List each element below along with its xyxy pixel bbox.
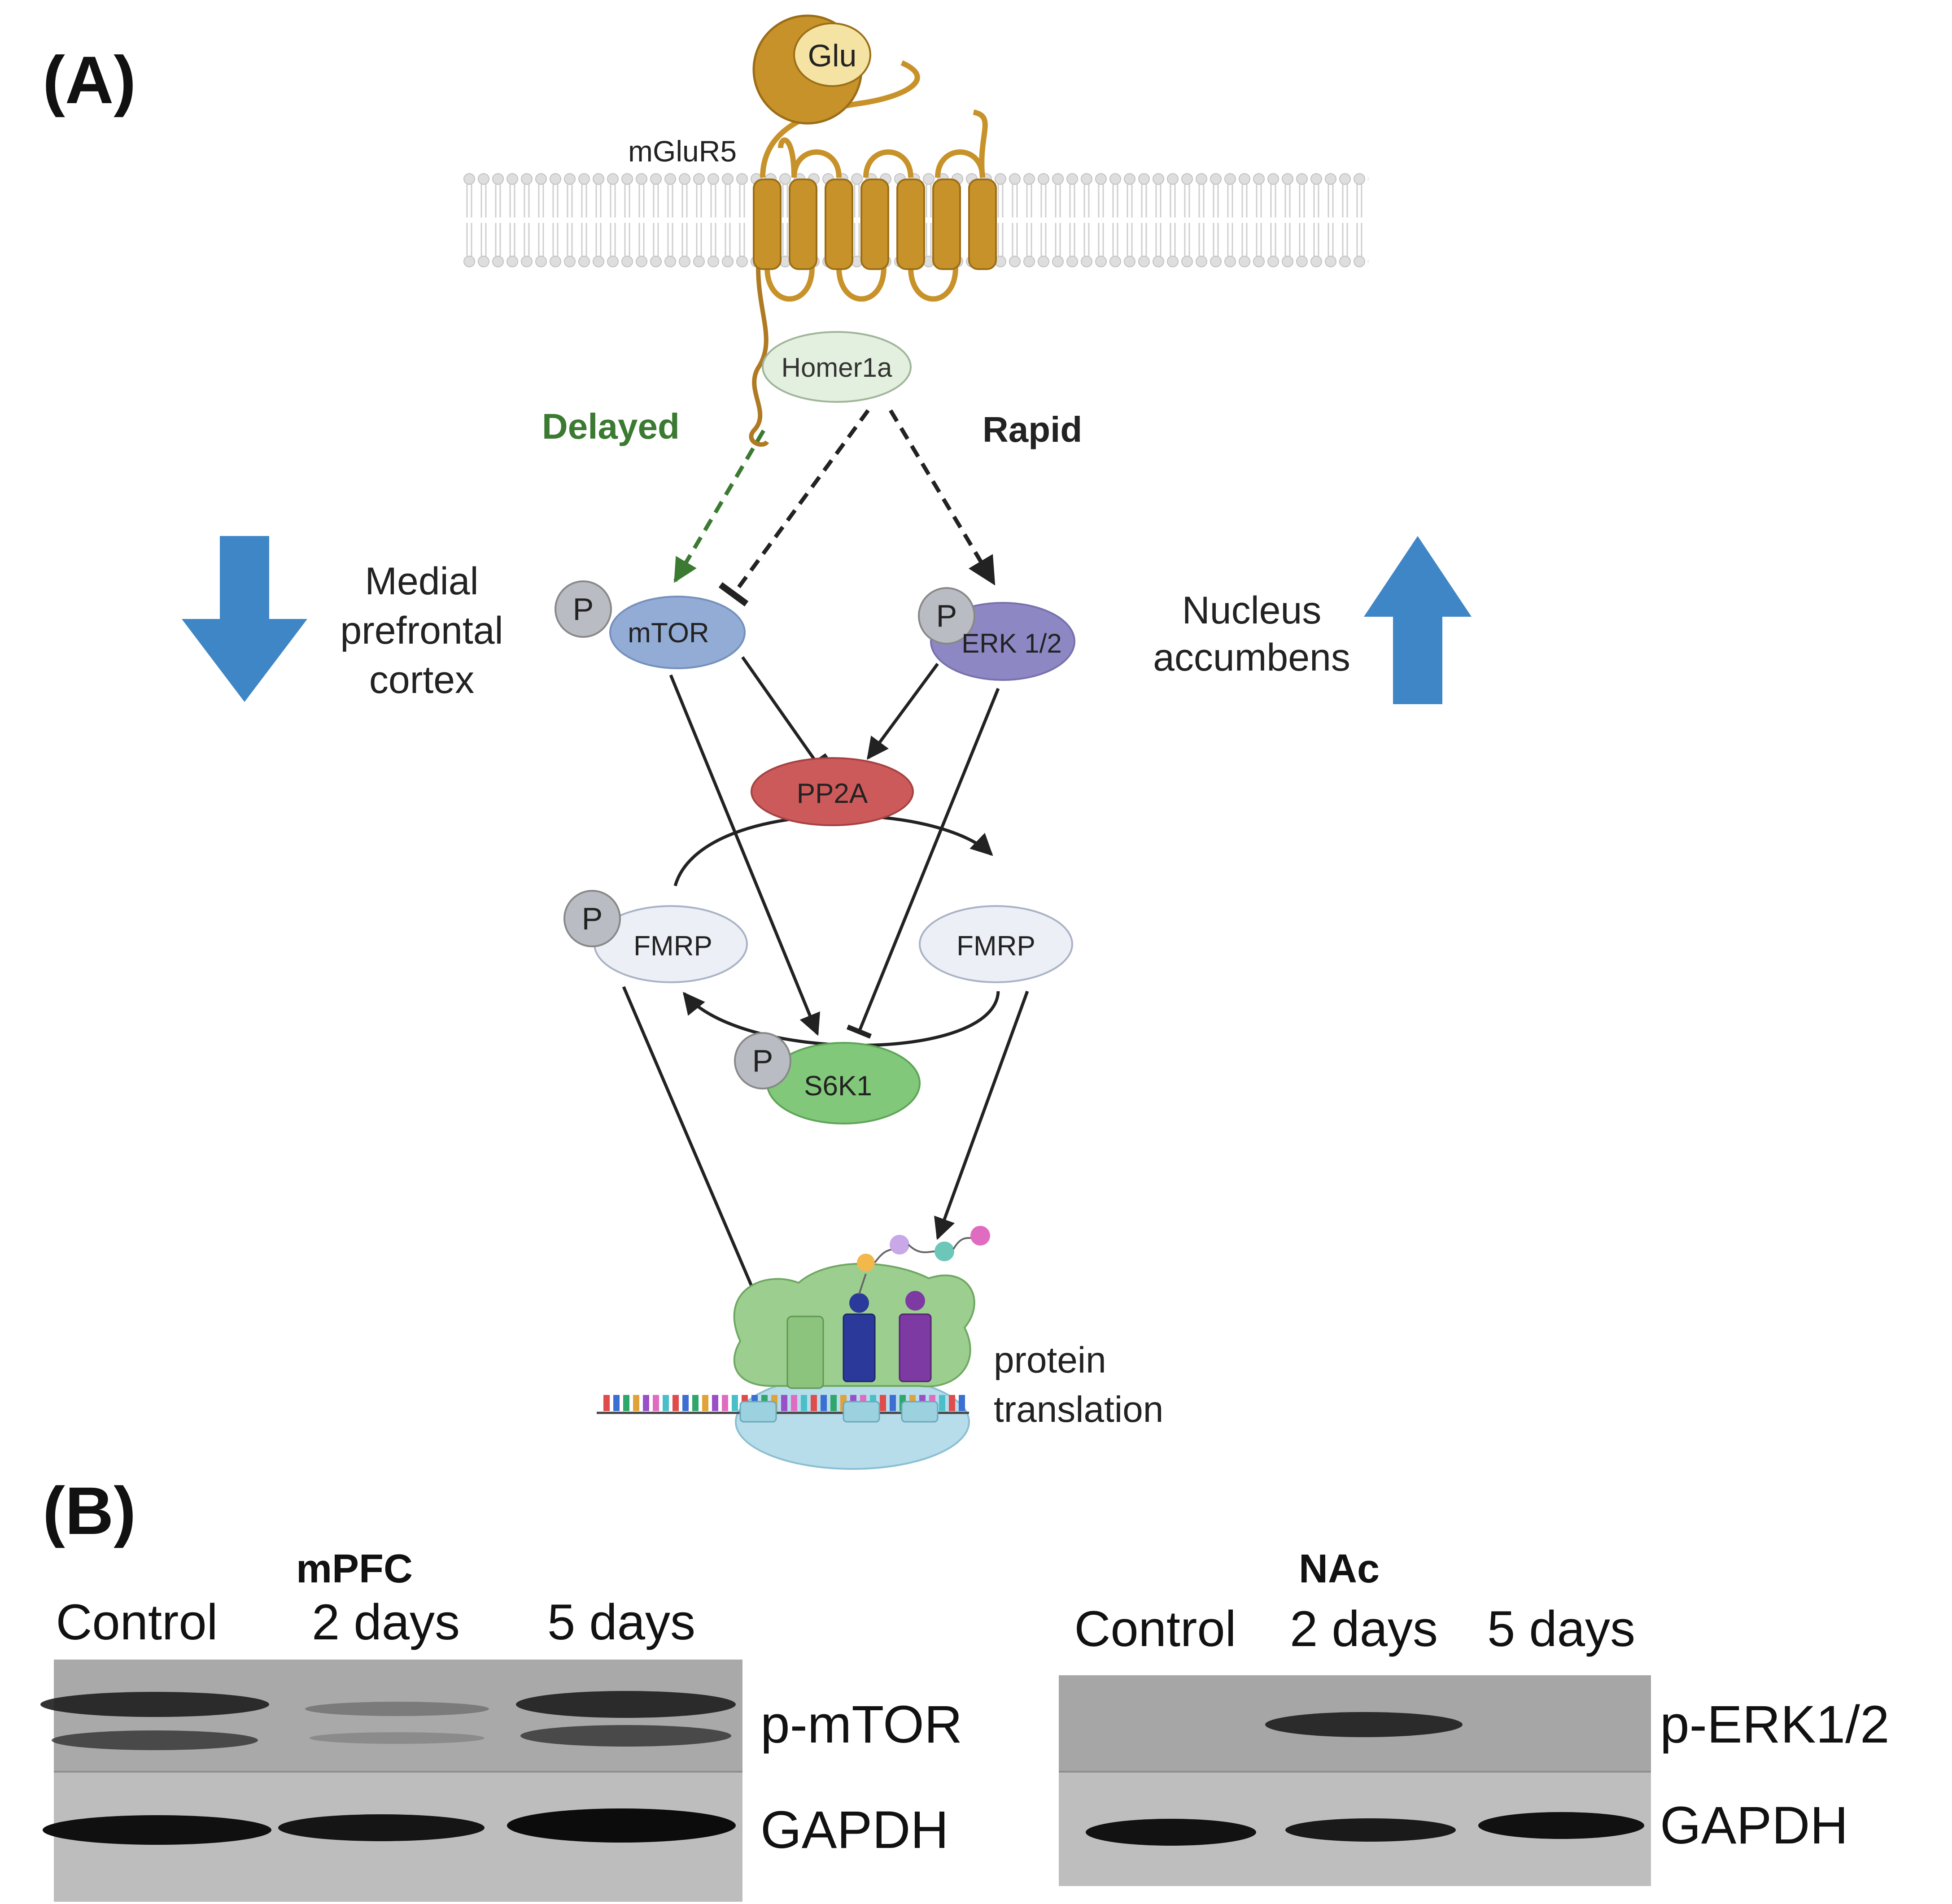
region-right-label: Nucleus accumbens (1153, 589, 1350, 679)
mpfc-row-p-mtor: p-mTOR (760, 1695, 962, 1754)
big-up-arrow-icon (1364, 536, 1472, 704)
mpfc-gapdh-bands (43, 1808, 736, 1845)
s6k1-node: P S6K1 (734, 1032, 921, 1124)
s6k1-label: S6K1 (804, 1071, 872, 1102)
mrna-codon (603, 1395, 610, 1411)
s6k1-phospho-label: P (752, 1043, 773, 1078)
phospho-fmrp-node: P FMRP (563, 890, 748, 983)
mrna-codon (702, 1395, 708, 1411)
mrna-codon (613, 1395, 620, 1411)
mrna-codon (712, 1395, 718, 1411)
nac-p-erk-bands (1265, 1712, 1463, 1737)
pp2a-node: PP2A (751, 757, 914, 826)
mrna-codon (623, 1395, 629, 1411)
panel-label-b: (B) (43, 1473, 136, 1548)
erk-label: ERK 1/2 (961, 628, 1061, 658)
homer1a-label: Homer1a (782, 353, 892, 383)
mrna-codon (791, 1395, 797, 1411)
mrna-codon (781, 1395, 787, 1411)
edge-homer-to-erk (889, 409, 996, 586)
edge-delayed-to-mtor (673, 429, 765, 583)
region-left-line-3: cortex (369, 658, 474, 701)
pp2a-label: PP2A (797, 778, 868, 809)
mpfc-row-gapdh: GAPDH (760, 1800, 949, 1860)
mrna-codon (653, 1395, 659, 1411)
mrna-codon (633, 1395, 639, 1411)
mrna-codon (682, 1395, 689, 1411)
mrna-codon (811, 1395, 817, 1411)
fmrp-node: FMRP (919, 905, 1073, 983)
nac-lane-5-days: 5 days (1487, 1601, 1635, 1657)
phospho-fmrp-label: FMRP (633, 931, 712, 962)
fmrp-label: FMRP (956, 931, 1035, 962)
mglur5-label: mGluR5 (628, 135, 737, 168)
region-right-line-1: Nucleus (1182, 589, 1322, 632)
region-right-line-2: accumbens (1153, 636, 1350, 679)
mpfc-blot (40, 1660, 742, 1902)
nac-gapdh-bands (1086, 1812, 1644, 1846)
mrna-codon (890, 1395, 896, 1411)
mrna-codon (880, 1395, 886, 1411)
edge-fmrp-to-translation (934, 990, 1029, 1240)
edge-s6k1-phosphorylates-fmrp (682, 991, 1000, 1047)
glutamate-ligand: Glu (752, 14, 871, 125)
homer1a-node: Homer1a (762, 331, 912, 403)
region-left-line-2: prefrontal (340, 609, 503, 652)
big-down-arrow-icon (182, 536, 307, 702)
ribosome-icon (597, 1226, 990, 1470)
edge-mtor-inhibits-pp2a (741, 656, 829, 772)
edge-pfmrp-inhibits-translation (622, 986, 769, 1304)
edge-mtor-to-s6k1 (669, 674, 820, 1036)
mpfc-lane-control: Control (56, 1594, 218, 1650)
mrna-codon (821, 1395, 827, 1411)
mrna-codon (692, 1395, 699, 1411)
mrna-codon (673, 1395, 679, 1411)
mtor-phospho-label: P (573, 592, 594, 627)
panel-label-a: (A) (43, 42, 136, 118)
pathway-edges (622, 409, 1029, 1304)
glu-label: Glu (808, 38, 857, 73)
nac-row-p-erk: p-ERK1/2 (1660, 1695, 1890, 1754)
nac-blot (1059, 1675, 1651, 1886)
nac-row-gapdh: GAPDH (1660, 1796, 1848, 1855)
mpfc-lane-2-days: 2 days (312, 1594, 460, 1650)
delayed-label: Delayed (542, 406, 680, 446)
translation-line-1: protein (994, 1340, 1106, 1381)
mpfc-lane-5-days: 5 days (547, 1594, 695, 1650)
mrna-codon (830, 1395, 837, 1411)
mrna-codon (959, 1395, 965, 1411)
nac-title: NAc (1299, 1547, 1380, 1591)
mrna-codon (801, 1395, 807, 1411)
edge-erk-inhibits-s6k1 (846, 688, 1000, 1039)
mrna-codon (722, 1395, 728, 1411)
mrna-codon (939, 1395, 945, 1411)
mrna-codon (663, 1395, 669, 1411)
fmrp-phospho-label: P (582, 901, 603, 936)
mrna-codon (643, 1395, 649, 1411)
rapid-label: Rapid (983, 410, 1082, 449)
mrna-codon (732, 1395, 738, 1411)
edge-erk-to-pp2a (867, 662, 939, 760)
region-left-label: Medial prefrontal cortex (340, 560, 503, 701)
mpfc-title: mPFC (296, 1547, 413, 1591)
mtor-node: P mTOR (555, 580, 746, 669)
mglur5-receptor (749, 60, 997, 447)
mtor-label: mTOR (628, 618, 709, 649)
erk-node: P ERK 1/2 (918, 587, 1075, 681)
mpfc-p-mtor-bands (40, 1691, 736, 1750)
nac-lane-control: Control (1074, 1601, 1236, 1657)
mrna-codon (949, 1395, 955, 1411)
region-left-line-1: Medial (365, 560, 478, 603)
erk-phospho-label: P (936, 598, 957, 633)
translation-line-2: translation (994, 1389, 1163, 1430)
nac-lane-2-days: 2 days (1290, 1601, 1438, 1657)
edge-homer-inhibits-mtor (718, 409, 870, 607)
